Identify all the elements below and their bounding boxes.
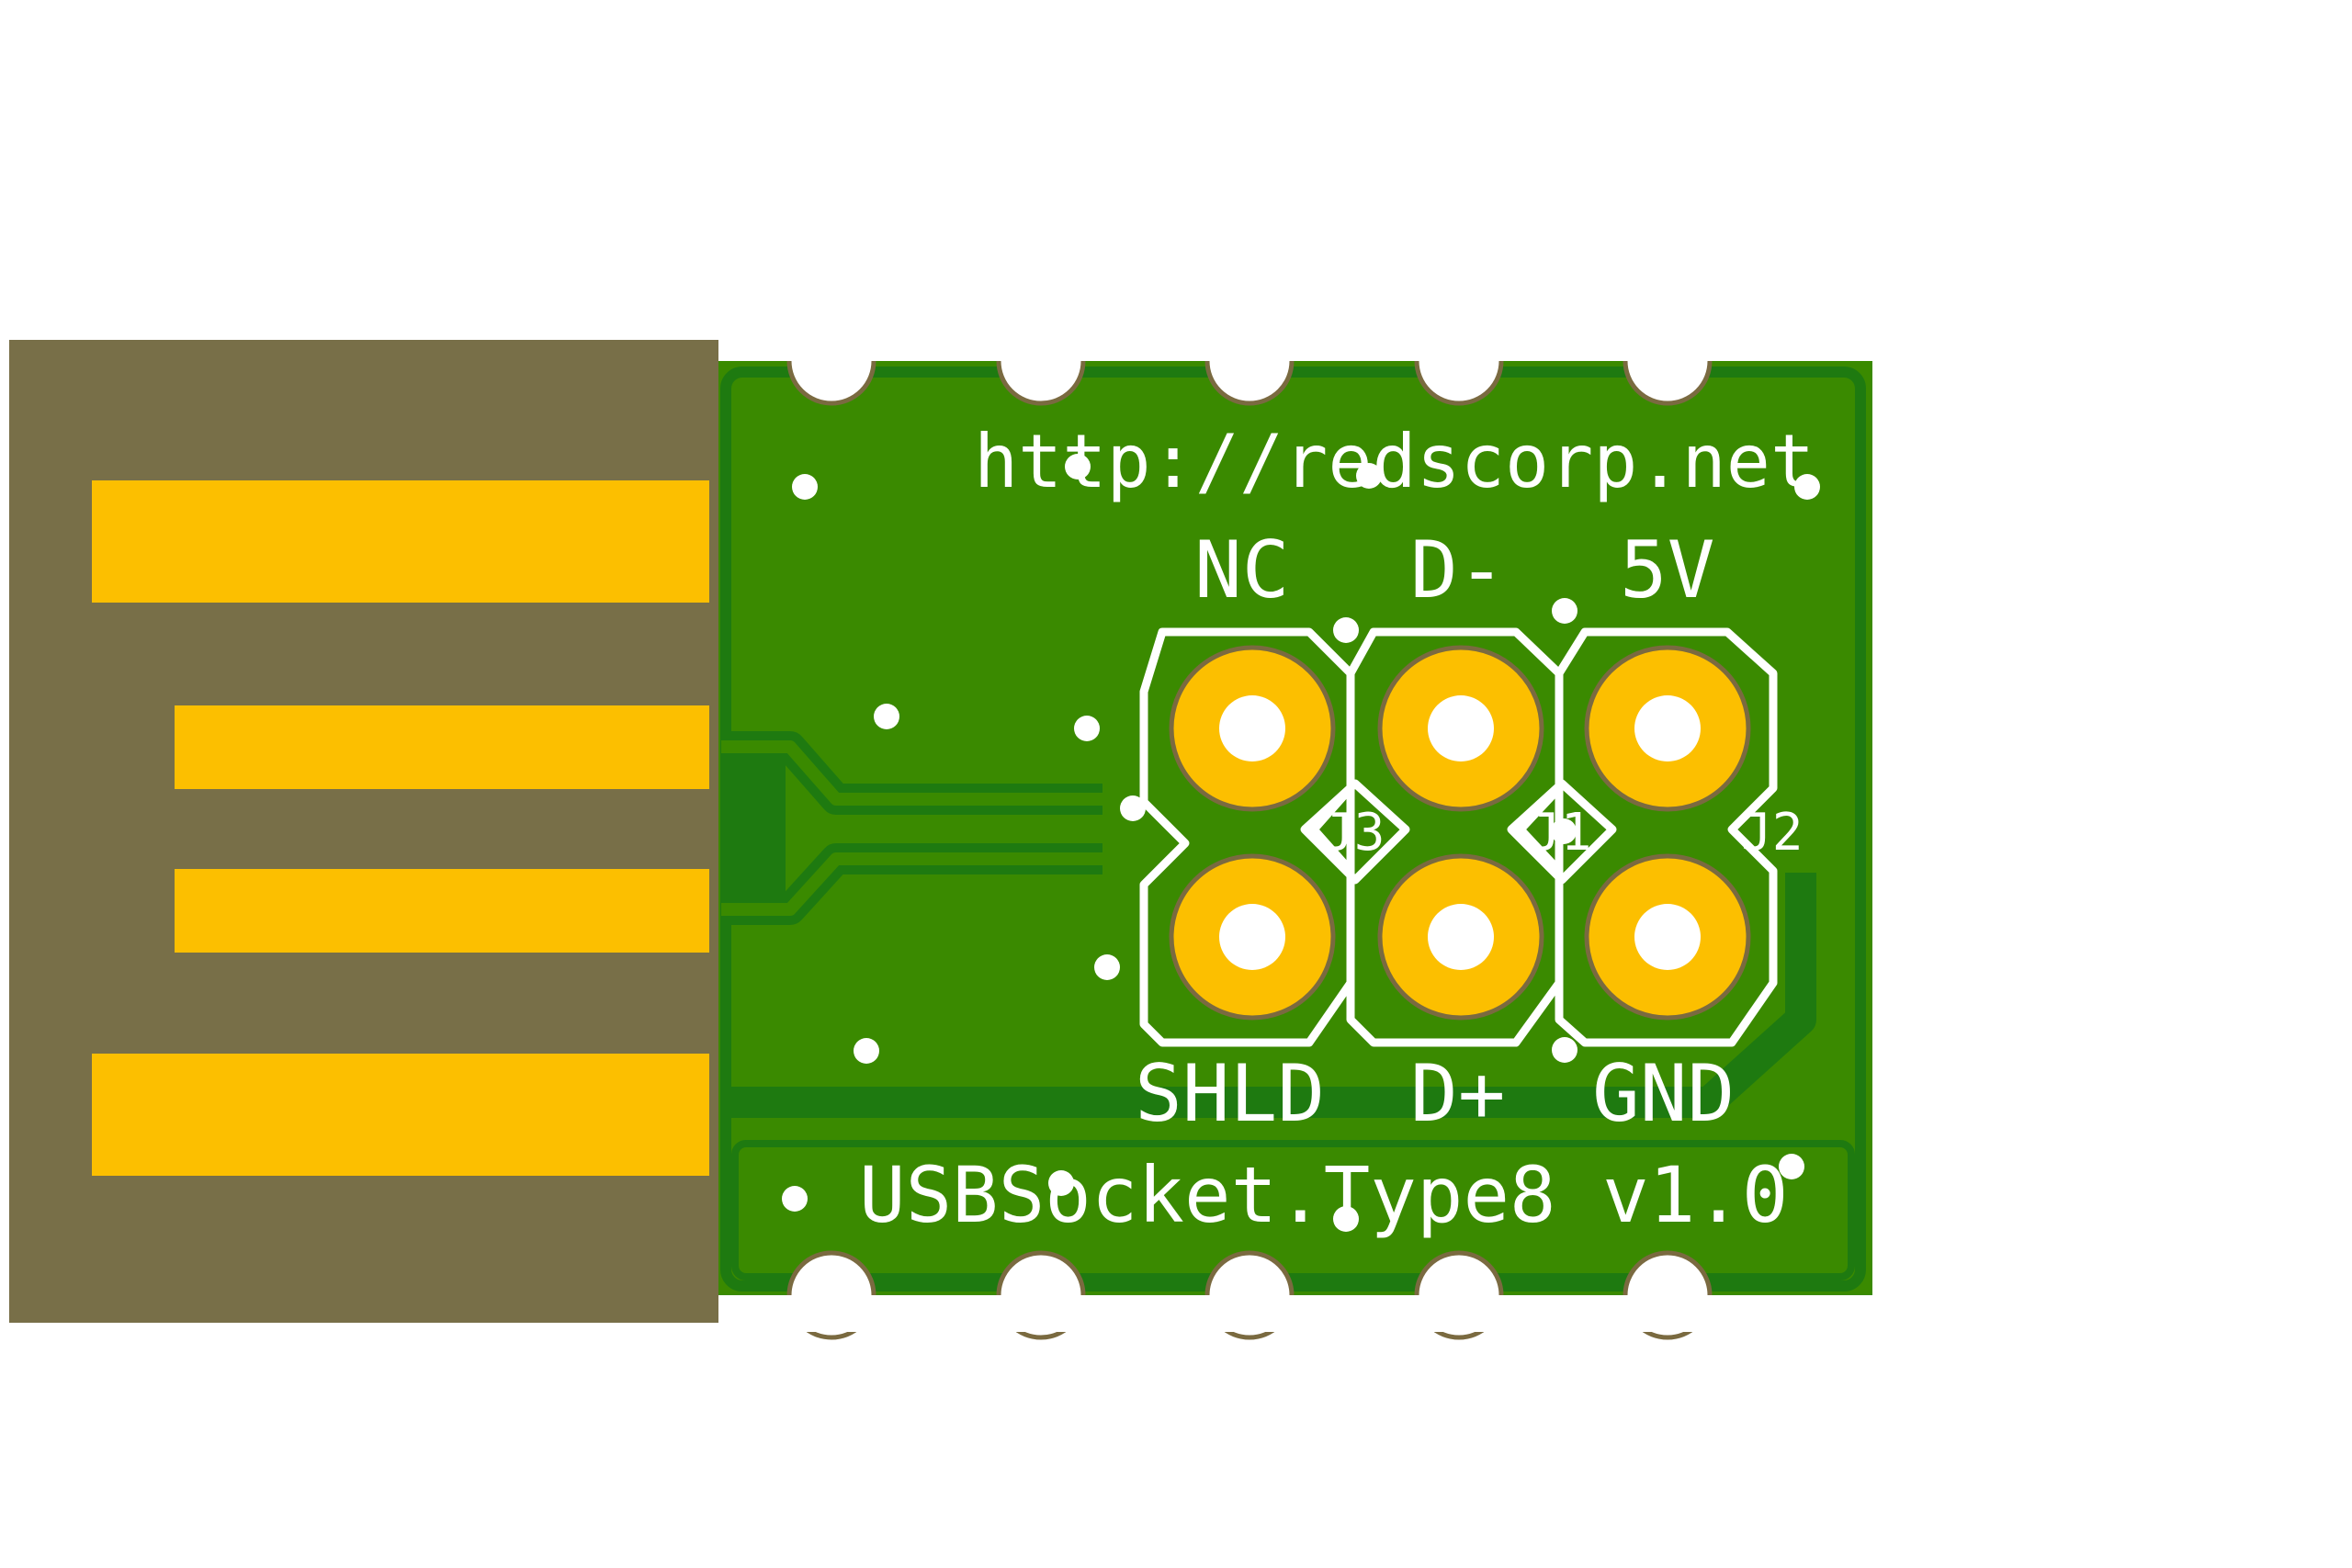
pad-d-plus <box>1377 853 1544 1021</box>
connector-outlines <box>1139 627 1778 1047</box>
via <box>1552 598 1577 624</box>
via <box>1779 1154 1804 1179</box>
via <box>792 474 818 500</box>
via <box>1333 617 1359 643</box>
via <box>874 704 899 729</box>
via <box>782 1186 808 1212</box>
j3-key <box>1300 779 1410 885</box>
j1-key <box>1507 779 1617 885</box>
via <box>1048 1170 1074 1196</box>
silkscreen-title: USBSocket.Type8 v1.0 <box>859 1150 1788 1240</box>
ref-j1: J1 <box>1530 803 1591 863</box>
via <box>1333 1206 1359 1232</box>
pad-nc <box>1169 645 1336 812</box>
usb-contact-2 <box>175 705 709 789</box>
silkscreen-url: http://redscorp.net <box>974 419 1815 504</box>
pin-label-nc: NC <box>1194 525 1290 616</box>
usb-contact-1 <box>92 480 709 603</box>
trace-d-plus-inner <box>721 852 1102 916</box>
j2-outline <box>1555 627 1778 1047</box>
usb-contact-4 <box>92 1054 709 1176</box>
via <box>1120 795 1146 821</box>
pcb-substrate <box>718 361 1872 1295</box>
copper-pour-inner <box>731 1140 1855 1280</box>
usb-contact-3 <box>175 869 709 953</box>
vias <box>782 454 1820 1232</box>
pin-label-d-plus: D+ <box>1410 1048 1506 1140</box>
trace-highlights <box>721 740 1102 916</box>
pin-label-shld: SHLD <box>1135 1048 1325 1140</box>
via <box>1065 454 1091 479</box>
pad-d-minus <box>1377 645 1544 812</box>
pin-label-5v: 5V <box>1620 525 1715 616</box>
via <box>1094 954 1120 980</box>
trace-shield <box>721 873 1816 1118</box>
via <box>1552 1037 1577 1063</box>
via <box>854 1038 879 1064</box>
trace-d-minus-inner <box>721 740 1102 806</box>
pads <box>1169 645 1751 1021</box>
ref-j3: J3 <box>1323 803 1385 863</box>
ground-fill-center <box>721 762 786 896</box>
castellations <box>718 303 1872 1340</box>
via <box>1074 716 1100 741</box>
usb-contacts <box>92 480 709 1176</box>
pin-label-gnd: GND <box>1592 1048 1735 1140</box>
pad-shld <box>1169 853 1336 1021</box>
ref-j2: J2 <box>1741 803 1803 863</box>
pad-5v <box>1584 645 1751 812</box>
pcb-board: http://redscorp.net NC D- 5V J3 J1 J2 SH… <box>718 303 1872 1340</box>
pad-gnd <box>1584 853 1751 1021</box>
via <box>1794 474 1820 500</box>
via <box>1356 463 1382 489</box>
pin-label-d-minus: D- <box>1410 525 1506 616</box>
